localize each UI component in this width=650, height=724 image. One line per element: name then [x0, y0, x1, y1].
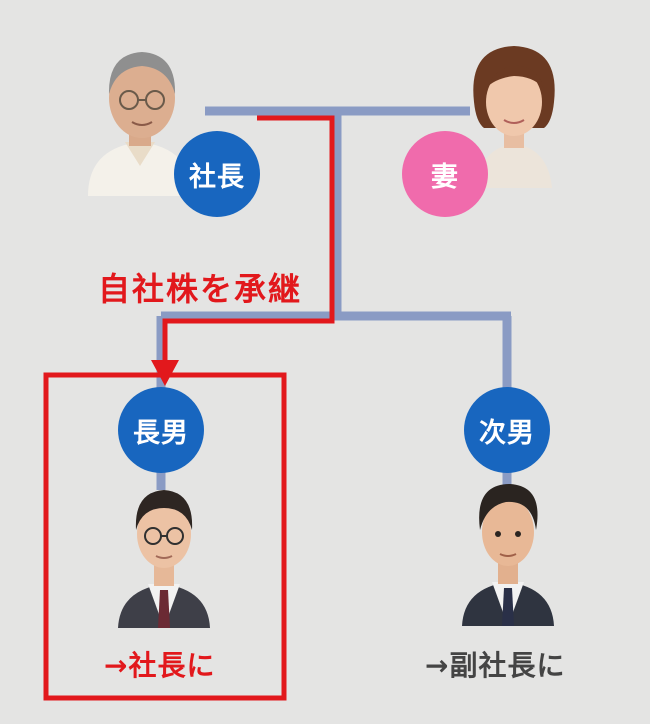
inheritance-label: 自社株を承継: [98, 270, 303, 308]
eldest-son-badge: 長男: [118, 387, 204, 473]
inheritance-arrow-path: [162, 115, 335, 360]
successor-highlight-box: [43, 372, 287, 701]
eldest-son-caption: →社長に: [104, 649, 216, 682]
eldest-son-portrait: [118, 490, 210, 628]
second-son-badge: 次男: [464, 387, 550, 473]
second-son-portrait: [462, 484, 554, 626]
second-son-caption: →副社長に: [425, 649, 566, 682]
wife-badge: 妻: [402, 131, 488, 217]
father-badge: 社長: [174, 131, 260, 217]
wife-portrait: [473, 46, 555, 188]
father-portrait: [88, 52, 192, 196]
